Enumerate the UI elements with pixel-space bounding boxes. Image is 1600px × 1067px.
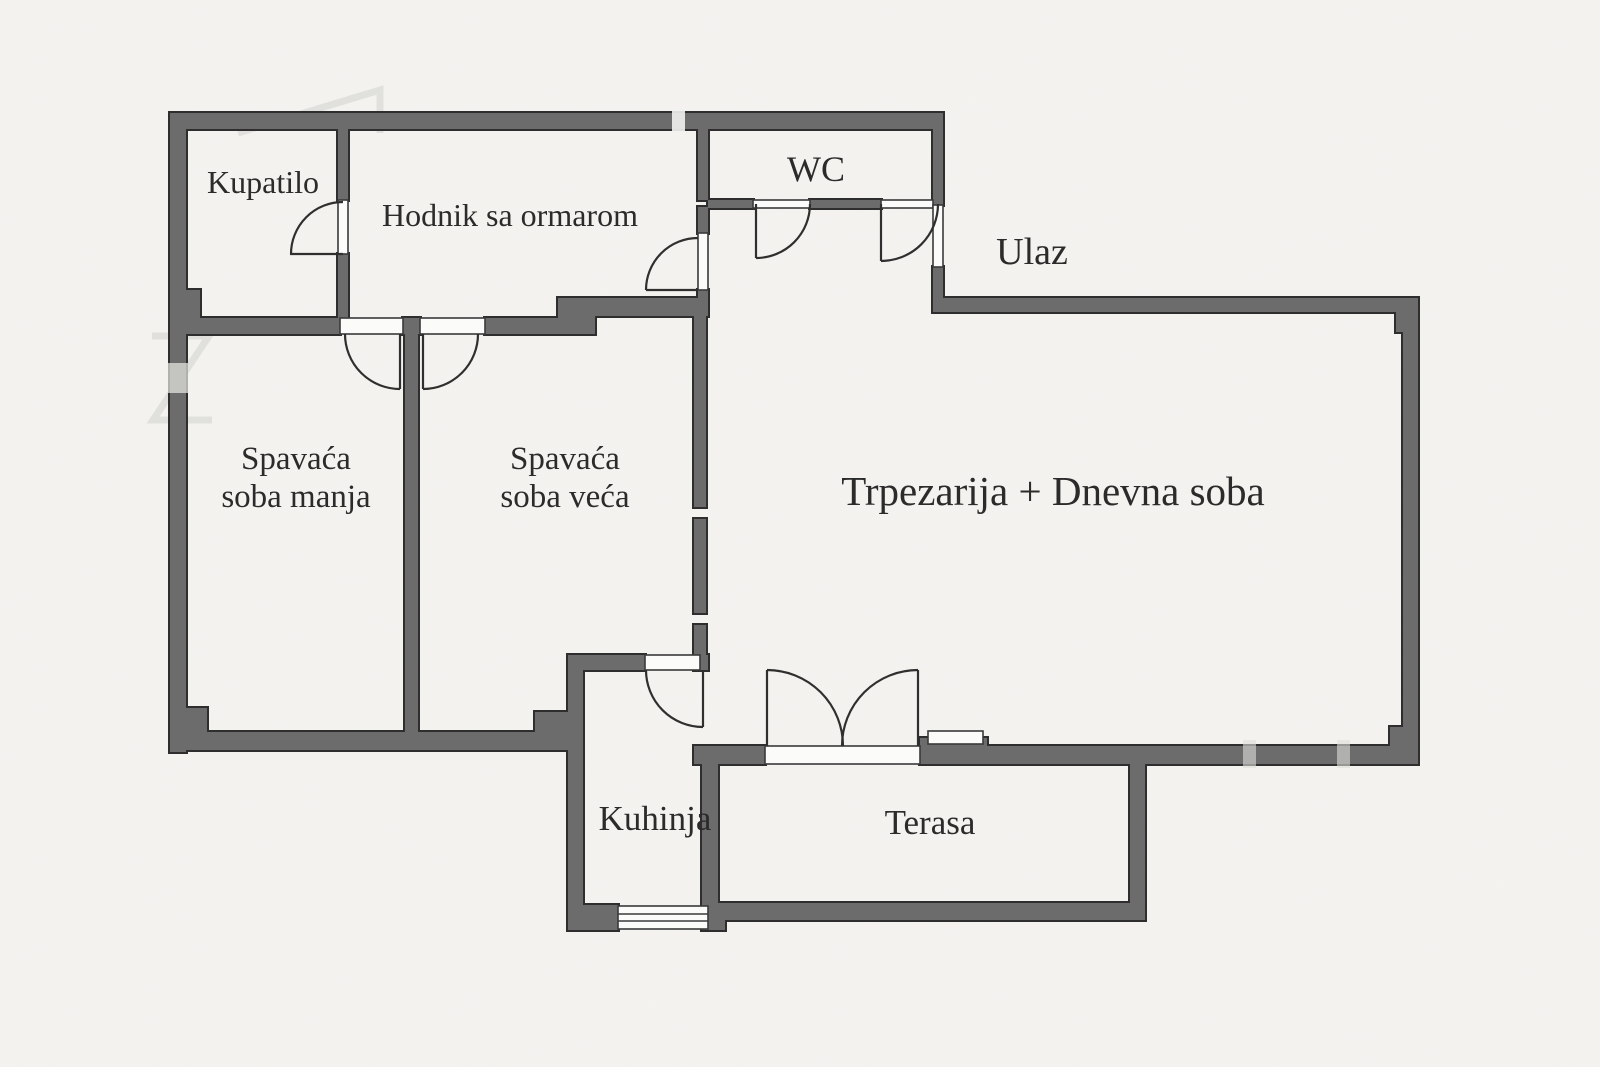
label-bedroom-small-line1: Spavaća (241, 441, 351, 477)
bathroom-door-opening (337, 199, 349, 255)
bedroom-small-door (343, 333, 402, 391)
room-labels: Kupatilo Hodnik sa ormarom WC Ulaz Spava… (207, 149, 1265, 842)
entrance-door (879, 203, 940, 263)
label-bedroom-large-line2: soba veća (500, 479, 630, 515)
label-hallway: Hodnik sa ormarom (382, 197, 638, 233)
wc-door (754, 203, 812, 260)
bedroom-large-door-opening (419, 317, 486, 335)
terrace-french-doors (765, 668, 920, 747)
wc-door-opening (752, 199, 811, 209)
label-bedroom-large-line1: Spavaća (510, 441, 620, 477)
label-bedroom-small-line2: soba manja (221, 479, 371, 515)
watermark-wall-crossings (168, 110, 1350, 768)
label-living-dining: Trpezarija + Dnevna soba (841, 468, 1265, 514)
terrace-door-opening (764, 745, 921, 765)
living-room-window (927, 730, 984, 745)
label-kitchen: Kuhinja (599, 799, 712, 838)
entrance-door-opening (880, 199, 934, 209)
door-openings (337, 199, 944, 765)
label-bathroom: Kupatilo (207, 164, 319, 200)
hallway-door-opening (697, 232, 709, 291)
hallway-door (644, 236, 699, 292)
label-wc: WC (787, 149, 845, 189)
windows (617, 730, 984, 930)
door-swings (289, 200, 940, 747)
kitchen-door (644, 669, 705, 729)
kitchen-window (617, 905, 709, 930)
label-terrace: Terasa (885, 803, 976, 842)
label-entrance: Ulaz (996, 231, 1068, 273)
kitchen-door-opening (644, 654, 701, 671)
bathroom-door (289, 200, 344, 256)
bedroom-large-door (421, 333, 480, 391)
bedroom-small-door-opening (339, 317, 404, 335)
